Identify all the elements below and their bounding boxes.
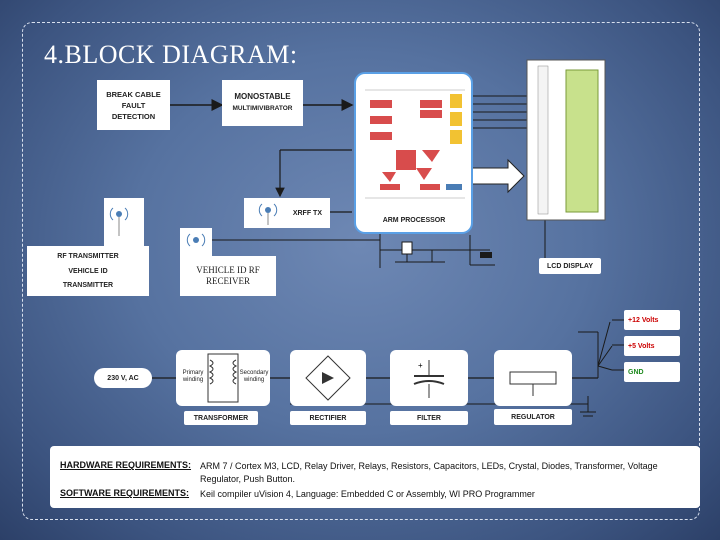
ac-label: 230 V, AC (107, 374, 139, 382)
regulator-label: REGULATOR (494, 409, 572, 425)
rf-rx-antenna-icon (180, 228, 212, 256)
rf-tx-antenna-icon (104, 198, 144, 246)
block-line: BREAK CABLE (106, 89, 161, 99)
slide-frame (22, 22, 700, 520)
filter-label: FILTER (390, 411, 468, 425)
block-line: DETECTION (111, 111, 156, 121)
vehicle-id-rf-receiver-block: VEHICLE ID RF RECEIVER (180, 256, 276, 296)
block-line: VEHICLE ID (68, 267, 108, 275)
secondary-winding-label: Secondary winding (238, 370, 270, 384)
output-gnd-label: GND (624, 362, 680, 382)
software-requirements-value: Keil compiler uVision 4, Language: Embed… (200, 489, 535, 499)
block-line: FAULT (121, 100, 146, 110)
regulator-icon (494, 350, 572, 406)
requirements-panel: HARDWARE REQUIREMENTS: ARM 7 / Cortex M3… (50, 446, 700, 508)
ac-input-block: 230 V, AC (94, 368, 152, 388)
lcd-module-icon (526, 59, 606, 221)
block-line: RECEIVER (206, 276, 250, 286)
software-requirements-key: SOFTWARE REQUIREMENTS: (60, 488, 190, 498)
winding-line: winding (243, 377, 265, 383)
block-line: TRANSMITTER (62, 282, 114, 290)
rectifier-bridge-icon (290, 350, 366, 406)
filter-capacitor-icon: + (390, 350, 468, 406)
svg-text:+: + (418, 361, 423, 370)
block-line: MULTIMIVIBRATOR (232, 105, 293, 112)
xrff-label: XRFF TX (292, 209, 322, 217)
monostable-multivibrator-block: MONOSTABLE MULTIMIVIBRATOR (222, 80, 303, 126)
block-line: RF TRANSMITTER (57, 252, 119, 260)
output-12v-label: +12 Volts (624, 310, 680, 330)
winding-line: Primary (182, 370, 204, 376)
primary-winding-label: Primary winding (178, 370, 208, 384)
hardware-requirements-value: ARM 7 / Cortex M3, LCD, Relay Driver, Re… (200, 461, 658, 484)
block-line: MONOSTABLE (234, 92, 291, 101)
arm-processor-icon (354, 72, 473, 234)
winding-line: winding (182, 377, 204, 383)
transformer-label: TRANSFORMER (184, 411, 258, 425)
rectifier-label: RECTIFIER (290, 411, 366, 425)
winding-line: Secondary (239, 370, 269, 376)
block-line: VEHICLE ID RF (196, 265, 260, 275)
xrff-tx-block: XRFF TX (244, 198, 330, 228)
lcd-display-label: LCD DISPLAY (539, 258, 601, 274)
hardware-requirements-key: HARDWARE REQUIREMENTS: (60, 460, 192, 470)
transformer-coil-icon (176, 350, 270, 406)
break-cable-fault-detection-block: BREAK CABLE FAULT DETECTION (97, 80, 170, 130)
output-5v-label: +5 Volts (624, 336, 680, 356)
rf-transmitter-block: RF TRANSMITTER VEHICLE ID TRANSMITTER (27, 246, 149, 296)
slide-title: 4.BLOCK DIAGRAM: (44, 40, 298, 69)
arm-processor-label: ARM PROCESSOR (382, 216, 446, 224)
